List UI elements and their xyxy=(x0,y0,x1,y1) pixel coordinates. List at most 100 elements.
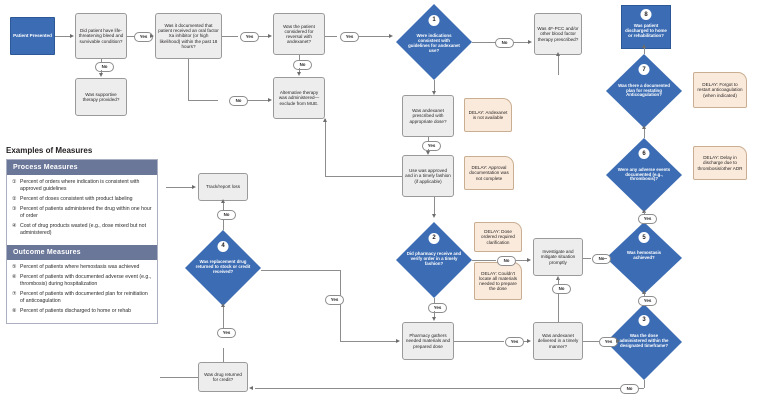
connector xyxy=(434,197,435,215)
arrowhead xyxy=(555,276,560,280)
arrowhead xyxy=(220,199,225,203)
arrowhead xyxy=(641,209,646,213)
connector xyxy=(223,348,224,362)
decision-number: 7 xyxy=(638,64,650,76)
edge-label-yes: Yes xyxy=(638,296,657,306)
connector xyxy=(188,100,218,101)
delay-discharge-thrombosis: DELAY: Delay in discharge due to thrombo… xyxy=(693,146,747,180)
decision-label: Did pharmacy receive and verify order in… xyxy=(406,251,462,267)
node-pharmacy-gathers-materials[interactable]: Pharmacy gathers needed materials and pr… xyxy=(402,322,454,360)
node-appropriate-dose[interactable]: Was andexanet prescribed with appropriat… xyxy=(402,95,454,137)
list-item: ④ Cost of drug products wasted (e.g., do… xyxy=(12,223,152,237)
edge-label-no: No xyxy=(217,210,236,220)
connector xyxy=(434,80,435,92)
connector xyxy=(472,42,500,43)
arrowhead xyxy=(70,33,74,38)
arrowhead xyxy=(641,125,646,129)
edge-label-yes: Yes xyxy=(638,214,657,224)
node-supportive-therapy[interactable]: Was supportive therapy provided? xyxy=(75,78,127,116)
edge-label-no: No xyxy=(293,60,312,70)
connector xyxy=(299,55,300,61)
connector xyxy=(160,377,198,378)
connector xyxy=(515,260,528,261)
connector xyxy=(101,70,102,75)
connector xyxy=(644,380,645,388)
item-text: Percent of patients where hemostasis was… xyxy=(20,264,140,271)
arrowhead xyxy=(192,184,196,189)
decision-5-hemostasis-achieved[interactable]: 5 Was hemostasis achieved? xyxy=(606,222,682,294)
arrowhead xyxy=(527,338,531,343)
node-use-approved-timely[interactable]: Use was approved and in a timely fashion… xyxy=(402,155,454,197)
node-delivered-timely[interactable]: Was andexanet delivered in a timely mann… xyxy=(533,322,583,360)
connector xyxy=(583,341,599,342)
connector xyxy=(434,298,435,304)
item-text: Cost of drug products wasted (e.g., dose… xyxy=(20,223,147,237)
connector xyxy=(358,36,390,37)
item-number: ④ xyxy=(12,223,17,230)
connector xyxy=(472,260,496,261)
connector xyxy=(325,36,337,37)
edge-label-yes: Yes xyxy=(505,337,524,347)
node-investigate-mitigate[interactable]: Investigate and mitigate situation promp… xyxy=(533,238,583,276)
list-item: ③ Percent of patients administered the d… xyxy=(12,206,152,220)
edge-label-yes: Yes xyxy=(240,32,259,42)
connector xyxy=(247,100,269,101)
connector xyxy=(340,341,396,342)
decision-number: 8 xyxy=(640,9,652,20)
decision-6-adverse-events-documented[interactable]: 6 Were any adverse events documented (e.… xyxy=(606,138,682,212)
process-measures-list: ① Percent of orders where indication is … xyxy=(7,175,157,245)
item-text: Percent of patients administered the dru… xyxy=(20,206,152,220)
arrowhead xyxy=(249,385,253,390)
connector xyxy=(558,55,559,75)
node-life-threatening-bleed[interactable]: Did patient have life-threatening bleed … xyxy=(75,13,127,59)
node-track-report-loss[interactable]: Track/report loss xyxy=(198,173,248,201)
decision-number: 2 xyxy=(428,232,440,244)
item-text: Percent of patients discharged to home o… xyxy=(20,308,132,315)
connector xyxy=(299,68,300,73)
connector xyxy=(583,258,591,259)
node-drug-returned-credit[interactable]: Was drug returned for credit? xyxy=(198,362,248,392)
decision-2-pharmacy-verify-order[interactable]: 2 Did pharmacy receive and verify order … xyxy=(396,222,472,298)
process-measures-heading: Process Measures xyxy=(7,160,157,175)
decision-1-indications-guidelines[interactable]: 1 Were indications consistent with guide… xyxy=(396,4,472,80)
item-number: ⑦ xyxy=(12,291,17,298)
connector xyxy=(454,341,504,342)
connector xyxy=(166,187,192,188)
node-documented-factor-xa[interactable]: Was it documented that patient received … xyxy=(155,13,222,59)
decision-7-plan-restart-anticoagulation[interactable]: 7 Was there a documented plan for restat… xyxy=(606,54,682,128)
outcome-measures-list: ⑤ Percent of patients where hemostasis w… xyxy=(7,260,157,323)
node-4f-pcc-prescribed[interactable]: Was 4F-PCC and/or other blood factor the… xyxy=(534,13,582,55)
connector xyxy=(223,203,224,211)
arrowhead xyxy=(268,97,272,102)
decision-label: Was the dose administered within the des… xyxy=(619,333,669,349)
list-item: ② Percent of doses consistent with produ… xyxy=(12,196,152,203)
arrowhead xyxy=(555,52,560,56)
item-number: ③ xyxy=(12,206,17,213)
connector xyxy=(513,42,529,43)
edge-label-yes: Yes xyxy=(340,32,359,42)
node-patient-presented[interactable]: Patient Presented xyxy=(10,17,55,55)
node-8-discharged-home-rehab[interactable]: 8 Was patient discharged to home or reha… xyxy=(621,5,671,49)
node-considered-reversal[interactable]: Was the patient considered for reversal … xyxy=(273,13,325,55)
arrowhead xyxy=(528,39,532,44)
decision-number: 5 xyxy=(638,232,650,244)
outcome-measures-heading: Outcome Measures xyxy=(7,245,157,261)
delay-locate-materials: DELAY: Couldn't locate all materials nee… xyxy=(474,262,522,300)
item-number: ⑥ xyxy=(12,274,17,281)
decision-number: 1 xyxy=(428,14,440,26)
arrowhead xyxy=(150,33,154,38)
connector xyxy=(188,59,189,100)
connector xyxy=(223,219,224,230)
connector xyxy=(644,128,645,138)
edge-label-no: No xyxy=(497,256,516,266)
decision-4-replacement-drug-returned[interactable]: 4 Was replacement drug returned to stock… xyxy=(185,230,261,306)
list-item: ⑥ Percent of patients with documented ad… xyxy=(12,274,152,288)
item-text: Percent of patients with documented adve… xyxy=(20,274,152,288)
delay-dose-clarification: DELAY: Dose ordered required clarificati… xyxy=(474,222,522,252)
connector xyxy=(644,47,645,54)
item-number: ⑧ xyxy=(12,308,17,315)
arrowhead xyxy=(431,91,436,95)
arrowhead xyxy=(431,317,436,321)
delay-forgot-restart-anticoagulation: DELAY: Forgot to restart anticoagulation… xyxy=(693,72,747,108)
node-alternative-therapy[interactable]: Alternative therapy was administered—exc… xyxy=(273,77,325,119)
